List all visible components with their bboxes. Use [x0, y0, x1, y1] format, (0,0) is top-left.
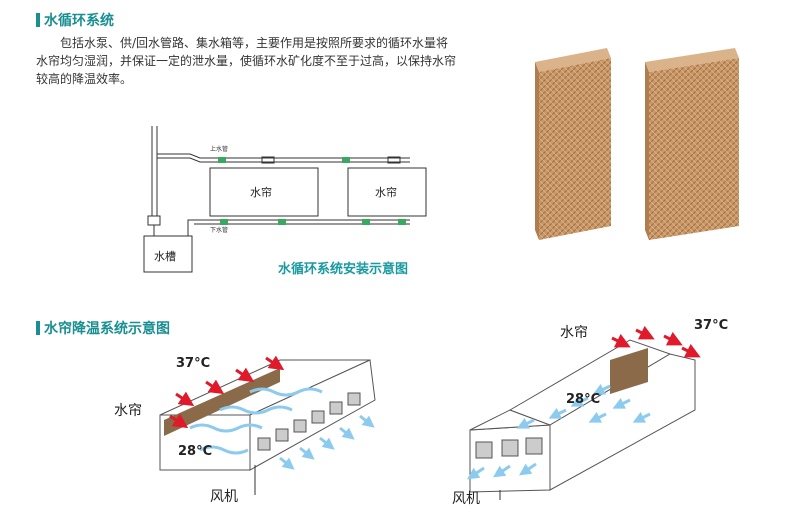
exhaust-fans	[257, 392, 361, 451]
pad-label-2: 水帘	[375, 185, 397, 199]
section-heading-water-circulation: 水循环系统	[36, 10, 114, 30]
inside-temperature: 28°C	[178, 444, 213, 459]
section-title: 水循环系统	[44, 13, 114, 29]
hot-air-arrows	[169, 355, 285, 429]
fan-label: 风机	[452, 491, 480, 507]
lower-pipe-label: 下水管	[210, 226, 228, 234]
diagram-caption-installation: 水循环系统安装示意图	[278, 262, 409, 277]
exhaust-arrows	[279, 414, 375, 470]
water-circulation-diagram: 上水管 水帘 水帘 下水管 水槽	[143, 126, 427, 273]
cooling-pad-photo	[535, 48, 739, 240]
pad-label: 水帘	[114, 403, 142, 419]
tank-label: 水槽	[154, 250, 176, 263]
cooling-diagram-side-wall	[159, 355, 376, 495]
cooling-pad-end	[610, 348, 648, 394]
pad-label: 水帘	[560, 325, 588, 341]
fan-label: 风机	[210, 489, 238, 505]
cool-airflow-arrows	[467, 383, 651, 480]
cooling-pad-1	[539, 58, 611, 240]
pad-box-2	[347, 167, 427, 217]
section-title: 水帘降温系统示意图	[44, 321, 170, 337]
cooling-pad-wall	[164, 368, 280, 436]
intro-paragraph: 包括水泵、供/回水管路、集水箱等，主要作用是按照所要求的循环水量将水帘均匀湿润，…	[36, 36, 457, 86]
section-heading-cooling-system: 水帘降温系统示意图	[36, 318, 170, 338]
outside-temperature: 37°C	[694, 318, 729, 333]
heading-marker-icon	[36, 321, 40, 335]
pad-label-1: 水帘	[250, 185, 272, 199]
exhaust-fans	[475, 437, 543, 459]
heading-marker-icon	[36, 13, 40, 27]
outside-temperature: 37°C	[176, 356, 211, 371]
cooling-diagram-end-wall	[467, 325, 701, 500]
inside-temperature: 28°C	[566, 392, 601, 407]
upper-pipe-label: 上水管	[210, 145, 228, 153]
pad-box-1	[209, 167, 319, 217]
cool-airflow-waves	[189, 387, 323, 455]
cooling-pad-2	[649, 58, 739, 240]
hot-air-arrows	[611, 325, 701, 358]
water-tank	[143, 235, 193, 273]
